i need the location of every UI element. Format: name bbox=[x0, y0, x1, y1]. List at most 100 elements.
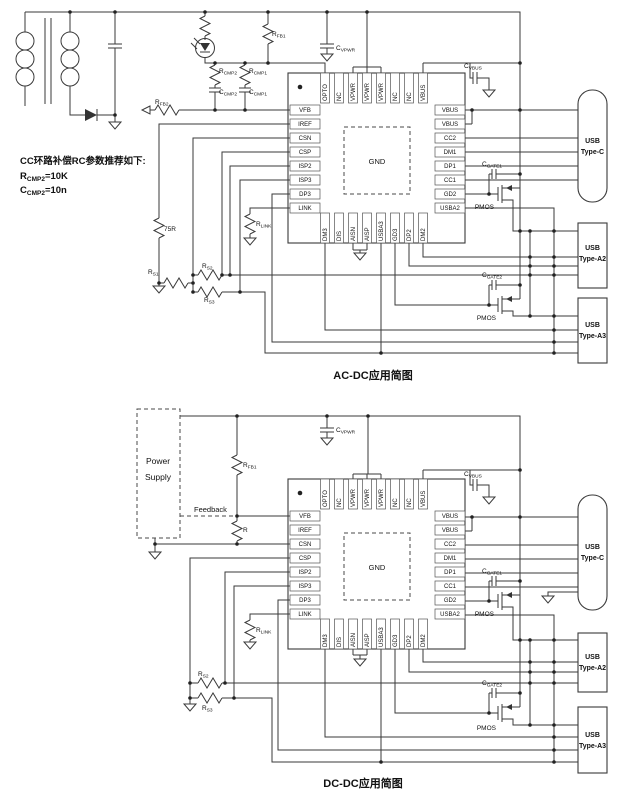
pin-vbus bbox=[434, 118, 466, 130]
pin-dis bbox=[334, 212, 344, 244]
pin-dp3 bbox=[289, 594, 321, 606]
pin-gd3 bbox=[390, 618, 400, 650]
svg-text:NC: NC bbox=[337, 92, 343, 101]
power-supply-box bbox=[136, 408, 181, 539]
r-s3-label-ac: RS3 bbox=[204, 297, 215, 306]
r-link-label-dc: RLINK bbox=[256, 627, 272, 636]
c-gate1-label-ac: CGATE1 bbox=[482, 161, 502, 170]
svg-text:NC: NC bbox=[393, 498, 399, 507]
svg-text:VPWR: VPWR bbox=[365, 82, 371, 101]
svg-text:DP3: DP3 bbox=[299, 598, 311, 604]
pin-nc bbox=[404, 72, 414, 104]
pin-vpwr bbox=[362, 72, 372, 104]
r-s1-label: RS1 bbox=[148, 269, 159, 278]
pin-dp1 bbox=[434, 566, 466, 578]
pin-vbus bbox=[418, 478, 428, 510]
pin-link bbox=[289, 608, 321, 620]
dc-dc-diagram: Power Supply Feedback GND VFBIREFCSNCSPI… bbox=[136, 408, 608, 790]
pin-nc bbox=[390, 478, 400, 510]
pin-isp2 bbox=[289, 160, 321, 172]
pin-vpwr bbox=[376, 72, 386, 104]
transformer bbox=[15, 31, 80, 87]
svg-text:VFB: VFB bbox=[299, 514, 311, 520]
pin-isp2 bbox=[289, 566, 321, 578]
pin-dm1 bbox=[434, 552, 466, 564]
pin-dp2 bbox=[404, 212, 414, 244]
pin-csp bbox=[289, 552, 321, 564]
c-vbus-label-ac: CVBUS bbox=[464, 63, 482, 72]
r-label-dc: R bbox=[243, 527, 248, 534]
note-c-line: CCMP2=10n bbox=[20, 185, 67, 197]
svg-text:VPWR: VPWR bbox=[379, 82, 385, 101]
r75-label: 75R bbox=[164, 226, 176, 233]
svg-text:DM2: DM2 bbox=[421, 634, 427, 647]
pin1-dot-dc bbox=[297, 490, 303, 496]
svg-text:VPWR: VPWR bbox=[351, 82, 357, 101]
svg-text:USBA3: USBA3 bbox=[379, 627, 385, 647]
r-cmp1-label: RCMP1 bbox=[249, 68, 267, 77]
pin1-dot-ac bbox=[297, 84, 303, 90]
pin-gd2 bbox=[434, 188, 466, 200]
junction-dots-dc bbox=[153, 414, 556, 764]
svg-text:AISN: AISN bbox=[351, 633, 357, 647]
c-gate1-label-dc: CGATE1 bbox=[482, 568, 502, 577]
svg-text:USB: USB bbox=[585, 544, 600, 551]
ic-gnd-pad-ac bbox=[343, 126, 411, 195]
svg-text:VPWR: VPWR bbox=[379, 488, 385, 507]
svg-text:USBA2: USBA2 bbox=[440, 206, 460, 212]
svg-text:USB: USB bbox=[585, 322, 600, 329]
pin-isp3 bbox=[289, 174, 321, 186]
svg-text:AISP: AISP bbox=[365, 633, 371, 647]
svg-text:ISP2: ISP2 bbox=[298, 164, 312, 170]
note-title: CC环路补偿RC参数推荐如下: bbox=[20, 155, 146, 167]
pmos2-label-dc: PMOS bbox=[477, 725, 497, 732]
svg-text:VPWR: VPWR bbox=[351, 488, 357, 507]
svg-text:LINK: LINK bbox=[298, 206, 311, 212]
svg-text:GD2: GD2 bbox=[444, 192, 457, 198]
r-s2-label-ac: RS2 bbox=[202, 263, 213, 272]
svg-text:DP2: DP2 bbox=[407, 635, 413, 647]
ic-pins-dc: VFBIREFCSNCSPISP2ISP3DP3LINKVBUSVBUSCC2D… bbox=[289, 478, 466, 650]
svg-text:Power: Power bbox=[146, 456, 170, 466]
pin-dm2 bbox=[418, 212, 428, 244]
r-fb1-label-ac: RFB1 bbox=[272, 31, 286, 40]
svg-text:Supply: Supply bbox=[145, 472, 172, 482]
pin-cc1 bbox=[434, 174, 466, 186]
svg-text:VBUS: VBUS bbox=[442, 108, 458, 114]
pin-vbus bbox=[434, 524, 466, 536]
pin-vpwr bbox=[348, 72, 358, 104]
usb-type-c-connector-ac bbox=[577, 89, 608, 203]
svg-text:IREF: IREF bbox=[298, 528, 312, 534]
pin-nc bbox=[334, 478, 344, 510]
svg-text:GD3: GD3 bbox=[393, 634, 399, 647]
junction-dots-ac bbox=[68, 10, 556, 355]
r-s3-label-dc: RS3 bbox=[202, 705, 213, 714]
pin-gd2 bbox=[434, 594, 466, 606]
pin-iref bbox=[289, 118, 321, 130]
svg-text:GD2: GD2 bbox=[444, 598, 457, 604]
svg-text:DP1: DP1 bbox=[444, 164, 456, 170]
svg-text:DM1: DM1 bbox=[444, 556, 457, 562]
svg-text:CSN: CSN bbox=[299, 136, 312, 142]
svg-text:Type-C: Type-C bbox=[581, 555, 604, 562]
svg-text:DM3: DM3 bbox=[323, 228, 329, 241]
svg-text:Type-A2: Type-A2 bbox=[579, 256, 606, 263]
svg-text:Type-A3: Type-A3 bbox=[579, 333, 606, 340]
c-cmp1-label: CCMP1 bbox=[249, 89, 267, 98]
pin-csn bbox=[289, 132, 321, 144]
ac-wires bbox=[24, 11, 578, 354]
svg-text:VBUS: VBUS bbox=[442, 122, 458, 128]
svg-text:CSP: CSP bbox=[299, 556, 311, 562]
svg-text:CC2: CC2 bbox=[444, 542, 457, 548]
r-fb1-label-dc: RFB1 bbox=[243, 462, 257, 471]
svg-text:VBUS: VBUS bbox=[421, 85, 427, 101]
svg-text:ISP3: ISP3 bbox=[298, 584, 312, 590]
pin-vpwr bbox=[376, 478, 386, 510]
note-r-line: RCMP2=10K bbox=[20, 171, 68, 183]
svg-text:USB: USB bbox=[585, 654, 600, 661]
svg-text:NC: NC bbox=[407, 498, 413, 507]
c-gate2-label-dc: CGATE2 bbox=[482, 680, 502, 689]
pmos1-label-dc: PMOS bbox=[475, 611, 495, 618]
svg-text:AISN: AISN bbox=[351, 227, 357, 241]
pin-dm1 bbox=[434, 146, 466, 158]
